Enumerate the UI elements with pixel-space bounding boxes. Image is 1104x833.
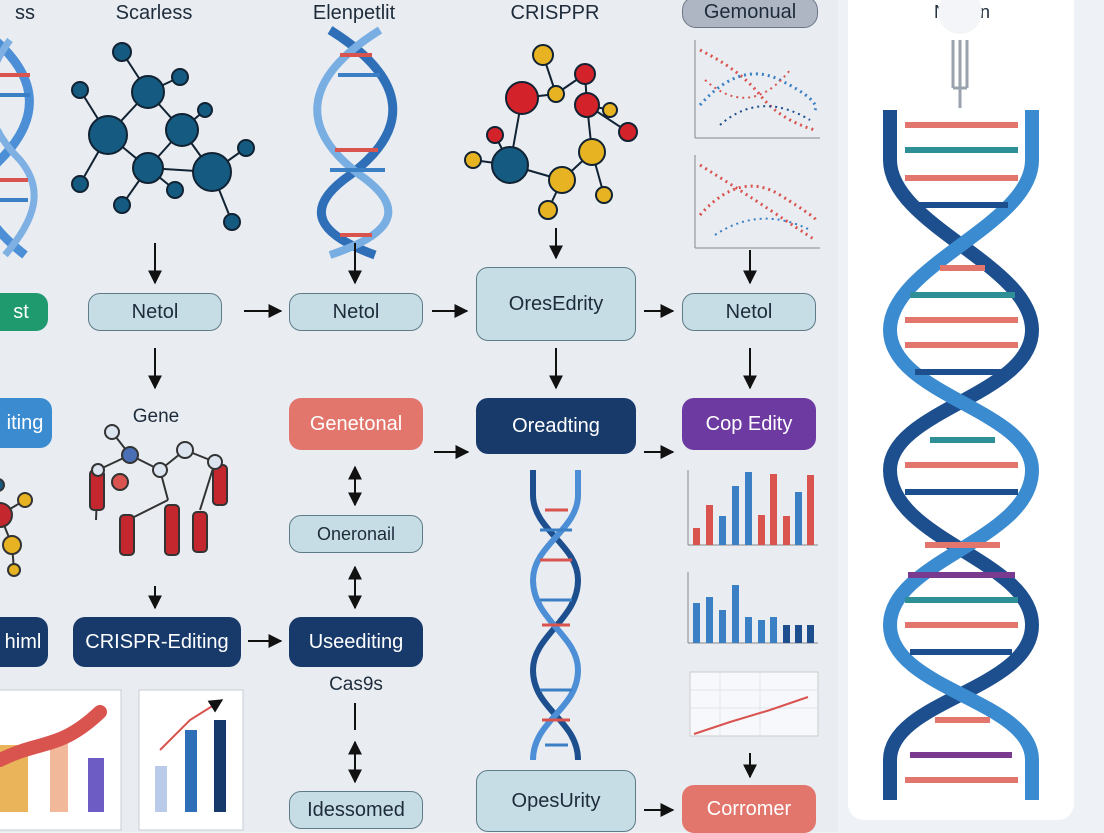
molecule-icon-3 (464, 44, 638, 220)
column-title-0: ss (15, 2, 35, 24)
bar-chart-icon-2 (687, 572, 818, 644)
node-netol-a: Netol (88, 293, 222, 331)
bar-chart-icon-1 (687, 470, 818, 546)
node-opesurity: OpesUrity (476, 770, 636, 832)
fork-icon (938, 0, 982, 108)
node-usoediting: Useediting (289, 617, 423, 667)
molecule-icon-left (0, 478, 33, 577)
node-netol-b: Netol (289, 293, 423, 331)
column-title-gemonual: Gemonual (682, 0, 818, 28)
flow-arrows (148, 228, 757, 817)
node-left-navy: himl (0, 617, 48, 667)
column-title-elenpetlit: Elenpetlit (312, 2, 396, 24)
node-left-green: st (0, 293, 48, 331)
gene-molecule-icon (89, 424, 228, 556)
scatter-plot-icon-2 (694, 155, 820, 249)
node-corromer: Corromer (682, 785, 816, 833)
node-netol-c: Netol (682, 293, 816, 331)
bar-chart-icon-4 (138, 689, 244, 831)
column-title-scarless: Scarless (115, 2, 193, 24)
dna-helix-icon-center (529, 470, 582, 761)
column-title-crisppr: CRISPPR (510, 2, 600, 24)
label-gene: Gene (132, 406, 180, 427)
node-left-blue: iting (0, 398, 52, 448)
bar-chart-icon-3 (0, 689, 122, 831)
label-cas9s: Cas9s (329, 674, 383, 695)
line-chart-icon (689, 671, 819, 737)
molecule-icon-1 (71, 42, 255, 231)
node-genetonal: Genetonal (289, 398, 423, 450)
scatter-plot-icon-1 (694, 40, 820, 139)
dna-helix-icon-2 (313, 26, 398, 260)
node-crispr-editing: CRISPR-Editing (73, 617, 241, 667)
dna-helix-icon-left (0, 37, 38, 259)
dna-helix-icon-large (882, 110, 1040, 800)
node-oreadting: Oreadting (476, 398, 636, 454)
node-cop-edity: Cop Edity (682, 398, 816, 450)
node-oneronail: Oneronail (289, 515, 423, 553)
node-oresedrity: OresEdrity (476, 267, 636, 341)
node-iresomed: Idessomed (289, 791, 423, 829)
